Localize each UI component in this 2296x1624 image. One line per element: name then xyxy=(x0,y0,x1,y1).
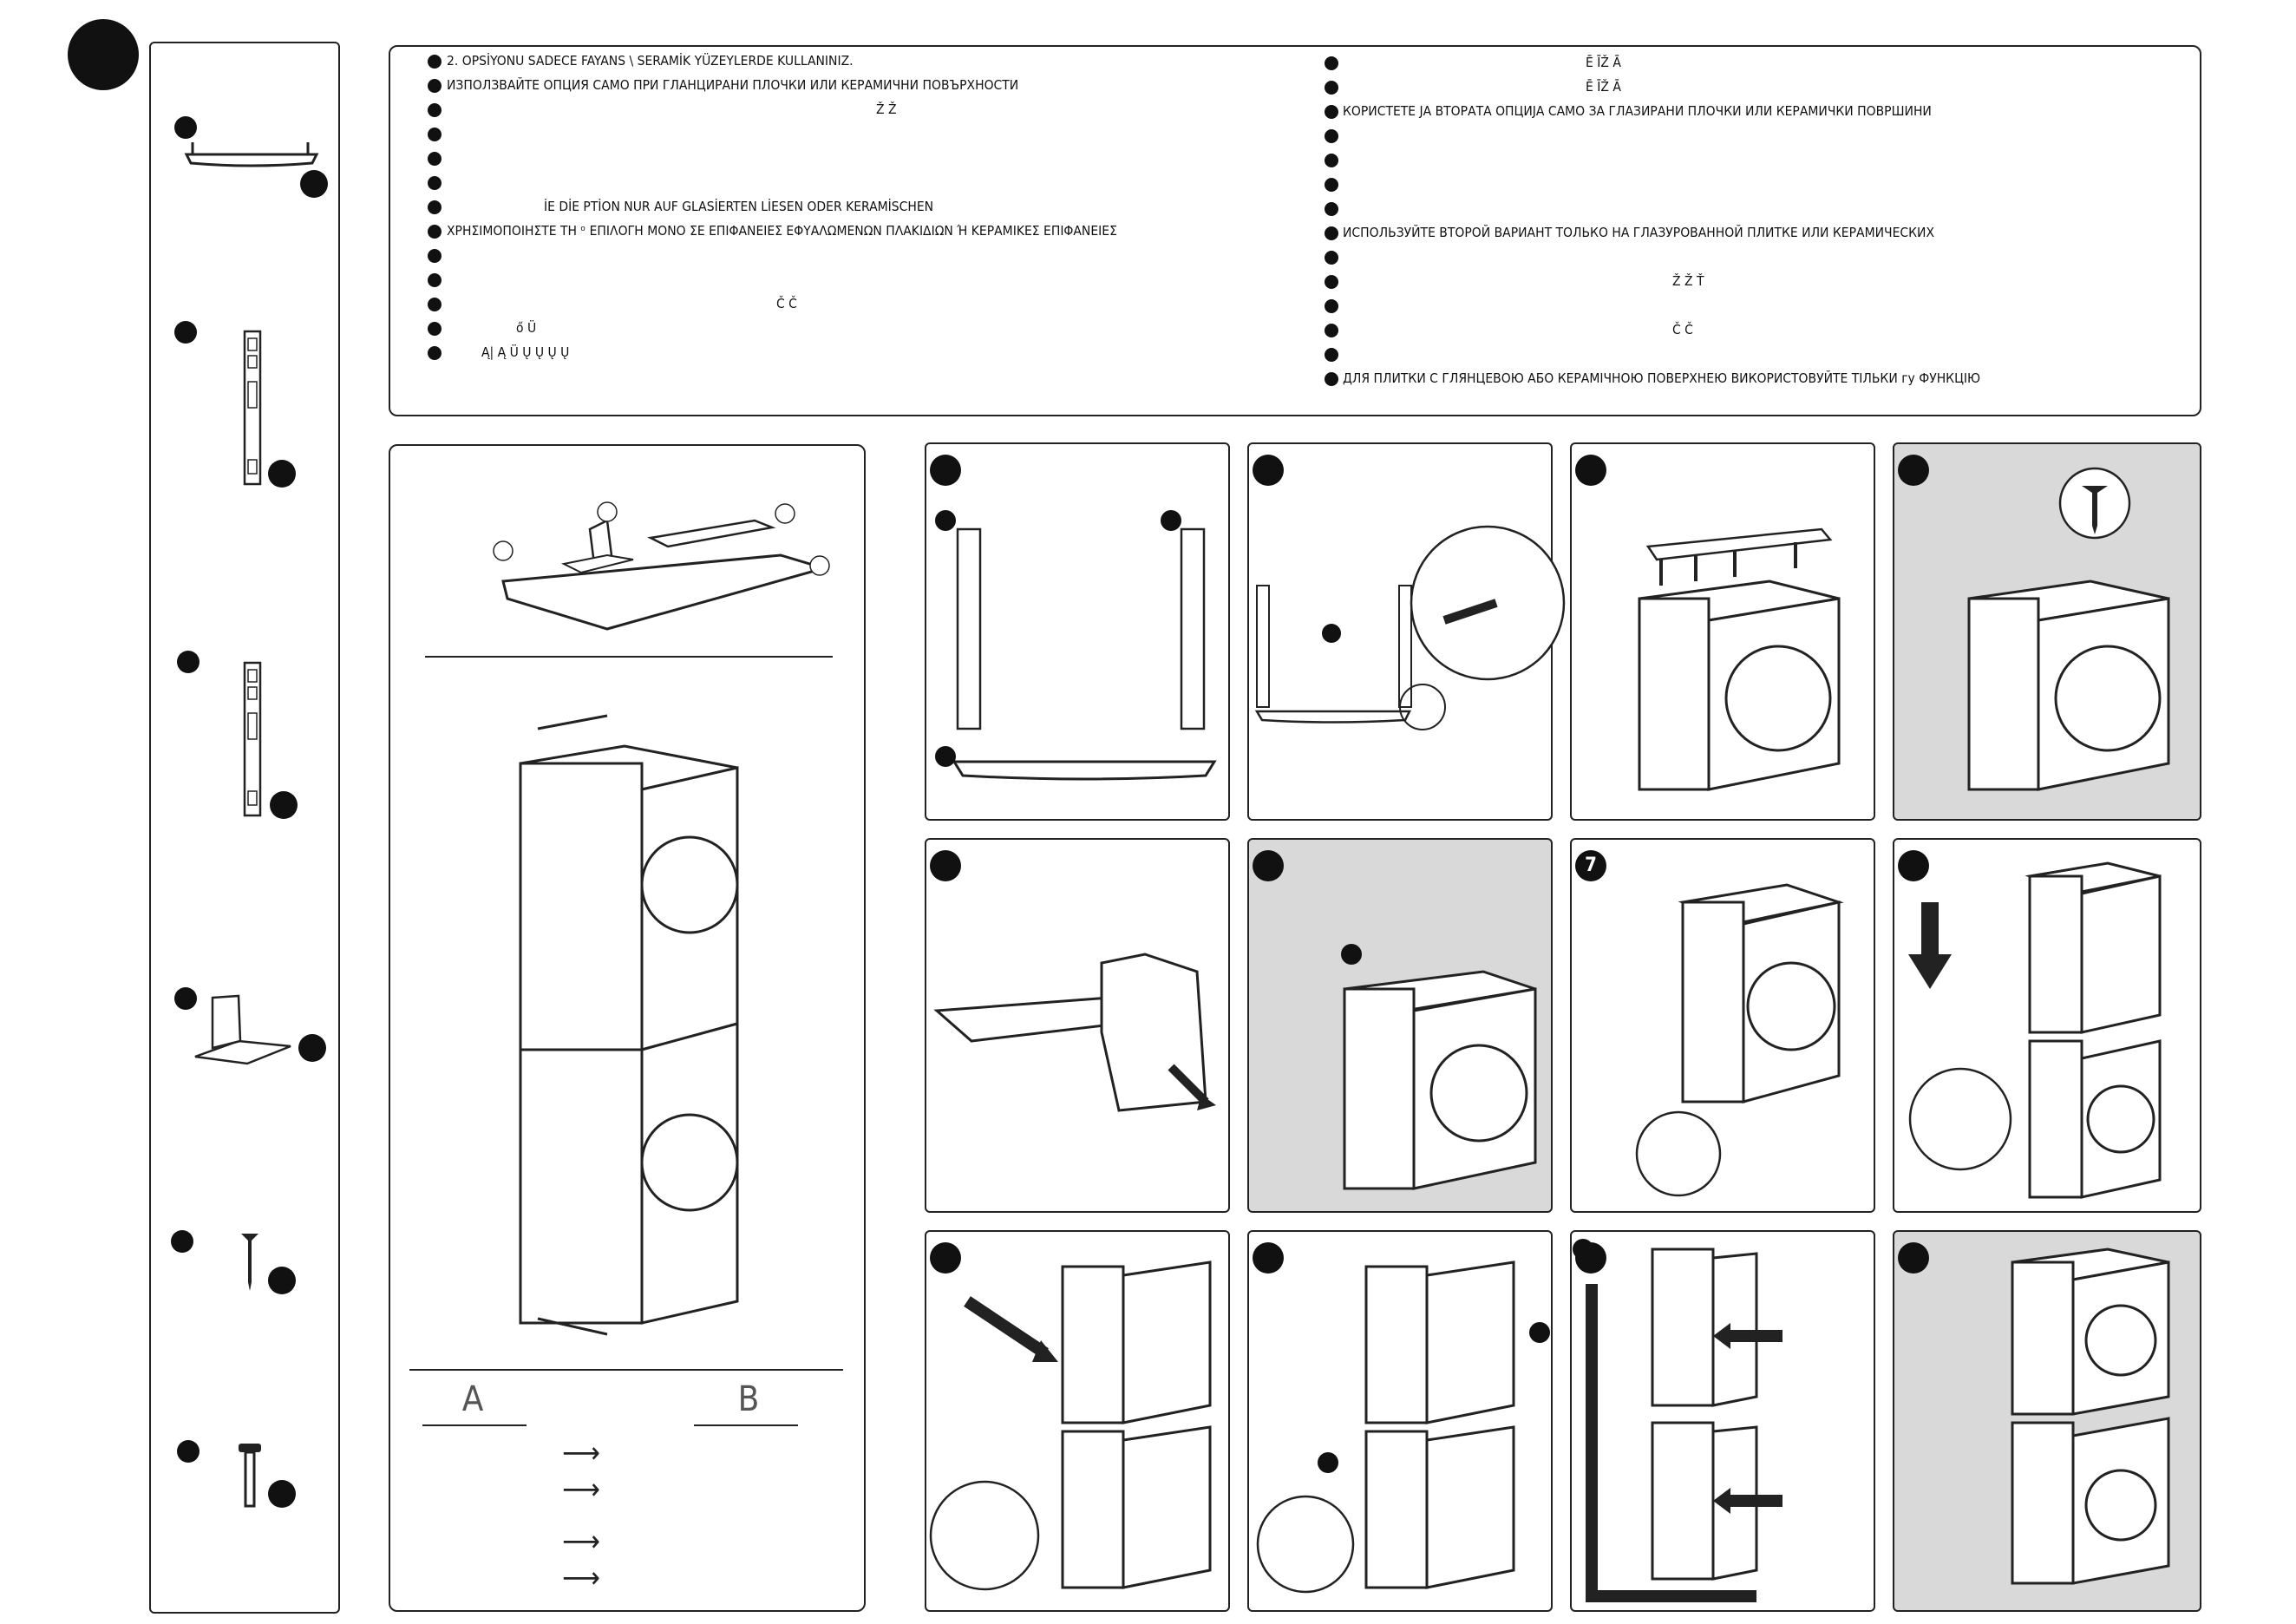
text-bullet xyxy=(428,273,442,287)
step-4-screw-tray-illustration xyxy=(1967,467,2170,791)
left-rail-part-icon xyxy=(243,330,262,486)
stand-kit-illustration xyxy=(493,501,830,631)
step-9-number-dot xyxy=(930,1242,961,1274)
text-bullet xyxy=(1325,178,1338,192)
part-dot-5b xyxy=(268,1267,296,1294)
instruction-text-line: 2. OPSİYONU SADECE FAYANS \ SERAMİK YÜZE… xyxy=(447,53,854,69)
text-bullet xyxy=(428,298,442,311)
text-bullet xyxy=(428,79,442,93)
bolt-part-icon xyxy=(239,1444,261,1508)
instruction-text-line: Č Č xyxy=(776,296,797,311)
text-bullet xyxy=(1325,226,1338,240)
part-dot-6 xyxy=(177,1440,200,1463)
text-bullet xyxy=(428,346,442,360)
text-bullet xyxy=(428,200,442,214)
part-dot-6b xyxy=(268,1480,296,1508)
text-bullet xyxy=(1325,348,1338,362)
right-rail-part-icon xyxy=(243,661,262,817)
part-dot-5 xyxy=(171,1230,193,1253)
step-4-number-dot xyxy=(1898,455,1929,486)
step-12-final-stack-illustration xyxy=(2011,1247,2170,1585)
step-8-number-dot xyxy=(1898,850,1929,881)
instruction-text-line: ő Ü xyxy=(516,320,537,336)
arrow-1: ⟶ xyxy=(562,1436,600,1470)
stacked-dryer-washer-illustration xyxy=(519,714,739,1336)
step-1-rails-to-tray-illustration xyxy=(935,510,1217,781)
option-b-label: B xyxy=(737,1379,760,1419)
arrow-2: ⟶ xyxy=(562,1472,600,1507)
option-a-label: A xyxy=(461,1379,484,1419)
step-6-number-dot xyxy=(1253,850,1284,881)
text-bullet xyxy=(1325,56,1338,70)
step-10-fix-screws-illustration xyxy=(1256,1261,1550,1594)
parts-column xyxy=(149,42,340,1614)
step-5-number-dot xyxy=(930,850,961,881)
text-bullet xyxy=(1325,299,1338,313)
step-7-adjust-feet-illustration xyxy=(1635,883,1844,1197)
instruction-text-line: Ž Ž Ť xyxy=(1672,273,1704,289)
step-9-push-in-illustration xyxy=(929,1261,1212,1591)
step-2-number-dot xyxy=(1253,455,1284,486)
text-bullet xyxy=(1325,251,1338,265)
overview-divider-bottom xyxy=(409,1369,843,1371)
text-bullet xyxy=(428,249,442,263)
step-1-number-dot xyxy=(930,455,961,486)
screw-part-icon xyxy=(241,1234,258,1291)
text-bullet xyxy=(428,176,442,190)
part-dot-1b xyxy=(300,170,328,198)
step-2-rails-detail-illustration xyxy=(1254,525,1566,730)
instruction-text-line: ДЛЯ ПЛИТКИ С ГЛЯНЦЕВОЮ АБО КЕРАМІЧНОЮ ПО… xyxy=(1343,370,1981,386)
text-bullet xyxy=(1325,202,1338,216)
text-bullet xyxy=(428,128,442,141)
instruction-text-line: Ž Ž xyxy=(876,102,897,117)
text-bullet xyxy=(1325,129,1338,143)
instruction-text-line: ΧΡΗΣΙΜΟΠΟΙΗΣΤΕ ΤΗ ᵒ ΕΠΙΛΟΓΗ ΜΟΝΟ ΣΕ ΕΠΙΦ… xyxy=(447,223,1117,239)
step-10-number-dot xyxy=(1253,1242,1284,1274)
instruction-text-line: Č Č xyxy=(1672,322,1693,337)
overview-divider-top xyxy=(425,656,833,658)
warning-text-panel xyxy=(389,45,2201,416)
part-dot-4b xyxy=(298,1034,326,1062)
text-bullet xyxy=(428,55,442,69)
text-bullet xyxy=(428,322,442,336)
part-dot-2b xyxy=(268,460,296,488)
step-8-lift-onto-washer-illustration xyxy=(1908,861,2162,1199)
tray-part-icon xyxy=(184,142,319,167)
instruction-text-line: Ą| Ą Ü Ų Ų Ų Ų xyxy=(481,344,570,360)
instruction-text-line: КОРИСТЕТЕ ЈА ВТОРАТА ОПЦИЈА САМО ЗА ГЛАЗ… xyxy=(1343,103,1932,119)
bracket-part-icon xyxy=(194,994,291,1065)
text-bullet xyxy=(1325,105,1338,119)
step-5-bracket-illustration xyxy=(933,953,1216,1112)
text-bullet xyxy=(1325,372,1338,386)
text-bullet xyxy=(428,152,442,166)
part-dot-3 xyxy=(177,651,200,673)
text-bullet xyxy=(428,225,442,239)
instruction-text-line: İE DİE PTİON NUR AUF GLASİERTEN LİESEN O… xyxy=(544,199,934,214)
instruction-text-line: ИЗПОЛЗВАЙТЕ ОПЦИЯ САМО ПРИ ГЛАНЦИРАНИ ПЛ… xyxy=(447,77,1019,93)
text-bullet xyxy=(1325,324,1338,337)
arrow-3: ⟶ xyxy=(562,1524,600,1559)
part-dot-3b xyxy=(270,791,298,819)
step-3-place-tray-illustration xyxy=(1638,527,1841,791)
step-12-number-dot xyxy=(1898,1242,1929,1274)
step-3-number-dot xyxy=(1575,455,1606,486)
instruction-text-line: Ē ĪŽ Ā xyxy=(1586,79,1621,95)
option-b-underline xyxy=(694,1424,798,1426)
arrow-4: ⟶ xyxy=(562,1561,600,1595)
text-bullet xyxy=(1325,154,1338,167)
text-bullet xyxy=(1325,275,1338,289)
option-a-underline xyxy=(422,1424,527,1426)
step-11-wall-mount-illustration xyxy=(1573,1239,1783,1602)
text-bullet xyxy=(1325,81,1338,95)
step-7-number-dot: 7 xyxy=(1575,850,1606,881)
text-bullet xyxy=(428,103,442,117)
part-dot-2 xyxy=(174,321,197,344)
part-dot-1 xyxy=(174,116,197,139)
part-dot-4 xyxy=(174,987,197,1010)
step-6-attach-bracket-illustration xyxy=(1341,944,1537,1190)
instruction-text-line: Ē ĪŽ Ā xyxy=(1586,55,1621,70)
instruction-text-line: ИСПОЛЬЗУЙТЕ ВТОРОЙ ВАРИАНТ ТОЛЬКО НА ГЛА… xyxy=(1343,225,1935,240)
page-marker-dot xyxy=(68,19,139,90)
